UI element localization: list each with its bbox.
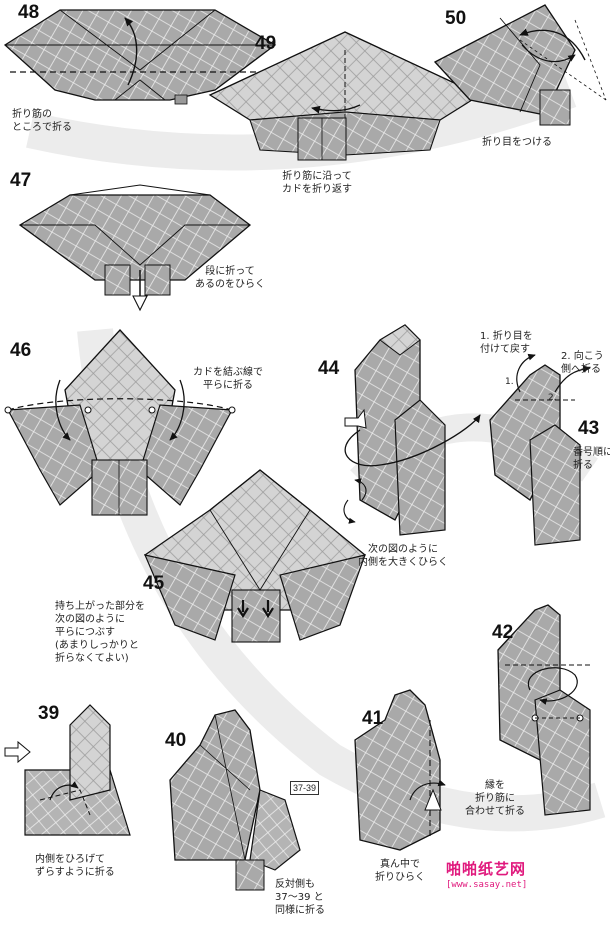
diagram-step-47 <box>20 185 250 310</box>
step-number-48: 48 <box>18 2 39 24</box>
mark-2: 2. <box>548 392 557 405</box>
watermark-url: [www.sasay.net] <box>446 880 527 890</box>
step-number-40: 40 <box>165 730 186 752</box>
step-number-43: 43 <box>578 418 599 440</box>
step-number-47: 47 <box>10 170 31 192</box>
caption-step-45: 持ち上がった部分を 次の図のように 平らにつぶす (あまりしっかりと 折らなくて… <box>55 600 145 665</box>
caption-step-49: 折り筋に沿って カドを折り返す <box>282 170 352 196</box>
step-number-42: 42 <box>492 622 513 644</box>
mark-1: 1. <box>505 376 514 389</box>
step-number-39: 39 <box>38 703 59 725</box>
caption-step-39: 内側をひろげて ずらすように折る <box>35 853 115 879</box>
caption-step-50: 折り目をつける <box>482 136 552 149</box>
step-number-45: 45 <box>143 573 164 595</box>
caption-step-48: 折り筋の ところで折る <box>12 108 72 134</box>
caption-step-43-order: 番号順に 折る <box>573 446 610 472</box>
reference-box-37-39: 37-39 <box>290 781 319 795</box>
step-number-44: 44 <box>318 358 339 380</box>
step-number-49: 49 <box>255 33 276 55</box>
step-number-46: 46 <box>10 340 31 362</box>
diagram-step-46 <box>5 330 235 515</box>
caption-step-43-second: 2. 向こう 側へ折る <box>561 350 604 376</box>
step-number-50: 50 <box>445 8 466 30</box>
diagram-step-39 <box>5 705 130 835</box>
watermark-logo: 啪啪纸艺网 <box>446 858 526 879</box>
caption-step-43-first: 1. 折り目を 付けて戻す <box>480 330 533 356</box>
caption-step-41: 真ん中で 折りひらく <box>375 858 425 884</box>
caption-step-40: 反対側も 37〜39 と 同様に折る <box>275 878 325 917</box>
caption-step-44: 次の図のように 内側を大きくひらく <box>358 543 448 569</box>
caption-step-46: カドを結ぶ線で 平らに折る <box>193 366 263 392</box>
caption-step-42: 縁を 折り筋に 合わせて折る <box>465 779 525 818</box>
step-number-41: 41 <box>362 708 383 730</box>
caption-step-47: 段に折って あるのをひらく <box>195 265 265 291</box>
